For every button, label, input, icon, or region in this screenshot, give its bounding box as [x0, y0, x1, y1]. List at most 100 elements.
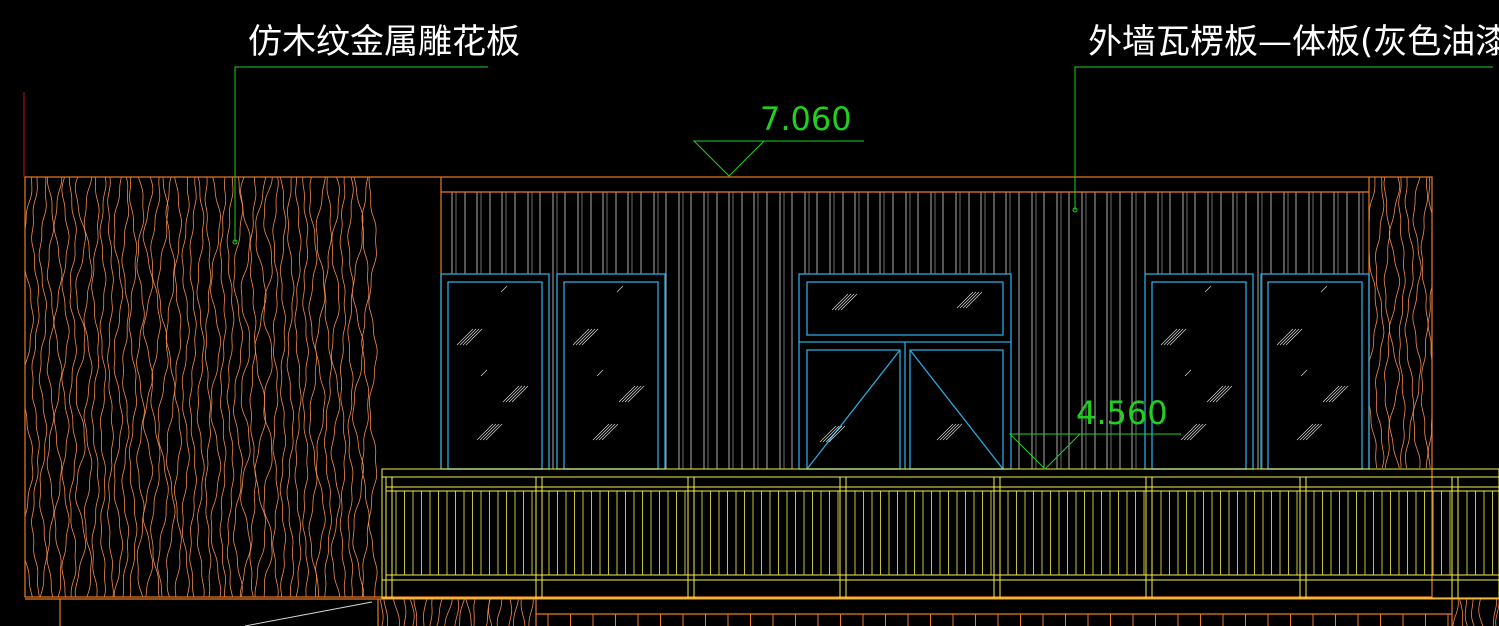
wood-grain-line: [294, 177, 302, 597]
wood-grain-line: [1478, 599, 1484, 626]
railing-post: [535, 476, 543, 599]
elevation-4560: 4.560: [1076, 394, 1168, 432]
glass-reflection: [624, 385, 642, 403]
glass-reflection: [834, 293, 852, 311]
wood-grain-line: [113, 177, 124, 597]
base-strip: [547, 614, 1449, 626]
corrugated-wall-cladding: [451, 192, 1364, 469]
glass-reflection: [1183, 423, 1201, 441]
wood-grain-line: [74, 177, 86, 597]
wood-grain-line: [31, 177, 40, 597]
wood-grain-line: [1459, 599, 1463, 626]
wood-grain-line: [1375, 177, 1385, 469]
wood-grain-line: [239, 177, 252, 597]
railing-post: [1145, 476, 1153, 599]
glass-reflection: [479, 423, 497, 441]
glass-reflection: [1296, 423, 1314, 441]
glass-reflection: [956, 291, 974, 309]
wood-grain-line: [219, 177, 227, 597]
glass-reflection: [837, 293, 855, 311]
glass-reflection: [508, 385, 526, 403]
glass-reflection: [828, 425, 846, 443]
glass-reflection: [462, 328, 480, 346]
glass-reflection: [1189, 423, 1207, 441]
glass-reflection: [1212, 385, 1230, 403]
glass-reflection: [1331, 385, 1349, 403]
wood-grain-line: [107, 177, 114, 597]
glass-reflection: [459, 328, 477, 346]
wood-grain-line: [150, 177, 161, 597]
wood-grain-line: [315, 177, 326, 597]
wood-grain-line: [53, 177, 63, 597]
glass-reflection: [939, 423, 957, 441]
wood-grain-line: [488, 599, 493, 626]
wood-grain-line: [393, 599, 400, 626]
wood-grain-line: [528, 599, 534, 626]
glass-reflection: [1186, 423, 1204, 441]
glass-reflection: [1302, 423, 1320, 441]
wood-grain-line: [1471, 599, 1475, 626]
wood-grain-line: [403, 599, 407, 626]
wood-grain-line: [173, 177, 183, 597]
annotation-leaders: [232, 66, 1493, 470]
glass-reflection: [945, 423, 963, 441]
glass-reflection: [1282, 328, 1300, 346]
wood-grain-line: [286, 177, 295, 597]
wood-grain-line: [361, 177, 370, 597]
wood-grain-line: [68, 177, 78, 597]
glass-reflection: [942, 423, 960, 441]
wood-grain-line: [83, 177, 93, 597]
railing-post: [1299, 476, 1307, 599]
wood-grain-line: [232, 177, 244, 597]
wood-grain-line: [324, 177, 332, 597]
glass-reflection: [581, 328, 599, 346]
glass-reflection: [825, 425, 843, 443]
wood-grain-line: [436, 599, 443, 626]
wood-grain-line: [330, 177, 341, 597]
wood-grain-line: [263, 177, 273, 597]
wood-grain-line: [61, 177, 70, 597]
wood-grain-line: [99, 177, 107, 597]
wood-grain-line: [520, 599, 526, 626]
glass-reflection: [575, 328, 593, 346]
wood-grain-line: [1464, 599, 1468, 626]
glass-reflection: [1299, 423, 1317, 441]
glass-reflection: [511, 385, 529, 403]
railing-post: [993, 476, 1001, 599]
glass-reflection: [1206, 385, 1224, 403]
wood-grain-line: [347, 177, 354, 597]
glass-reflection: [502, 385, 520, 403]
wood-grain-line: [459, 599, 465, 626]
label-left: 仿木纹金属雕花板: [248, 22, 520, 62]
elevation-7060: 7.060: [760, 100, 852, 138]
glass-reflection: [601, 423, 619, 441]
glass-reflection: [618, 385, 636, 403]
glass-reflection: [627, 385, 645, 403]
wood-grain-base-right: [1452, 599, 1499, 626]
railing-post: [385, 476, 393, 599]
wood-grain-line: [249, 177, 257, 597]
wood-grain-line: [1369, 177, 1378, 469]
wood-grain-line: [210, 177, 222, 597]
wood-grain-line: [473, 599, 476, 626]
glass-reflection: [962, 291, 980, 309]
railing-post: [687, 476, 695, 599]
glass-reflection: [1325, 385, 1343, 403]
glass-reflection: [819, 425, 837, 443]
wood-grain-line: [142, 177, 154, 597]
wood-grain-line: [454, 599, 460, 626]
glass-reflection: [1322, 385, 1340, 403]
wood-grain-line: [1383, 177, 1391, 469]
wood-grain-line: [368, 177, 378, 597]
glass-reflection: [1166, 328, 1184, 346]
glass-reflection: [1209, 385, 1227, 403]
wood-grain-line: [46, 177, 55, 597]
wood-grain-line: [413, 599, 418, 626]
label-right: 外墙瓦楞板—体板(灰色油漆): [1088, 22, 1499, 62]
wood-grain-line: [157, 177, 169, 597]
glass-reflection: [1169, 328, 1187, 346]
wood-grain-line: [1412, 177, 1422, 469]
wood-grain-line: [508, 599, 513, 626]
